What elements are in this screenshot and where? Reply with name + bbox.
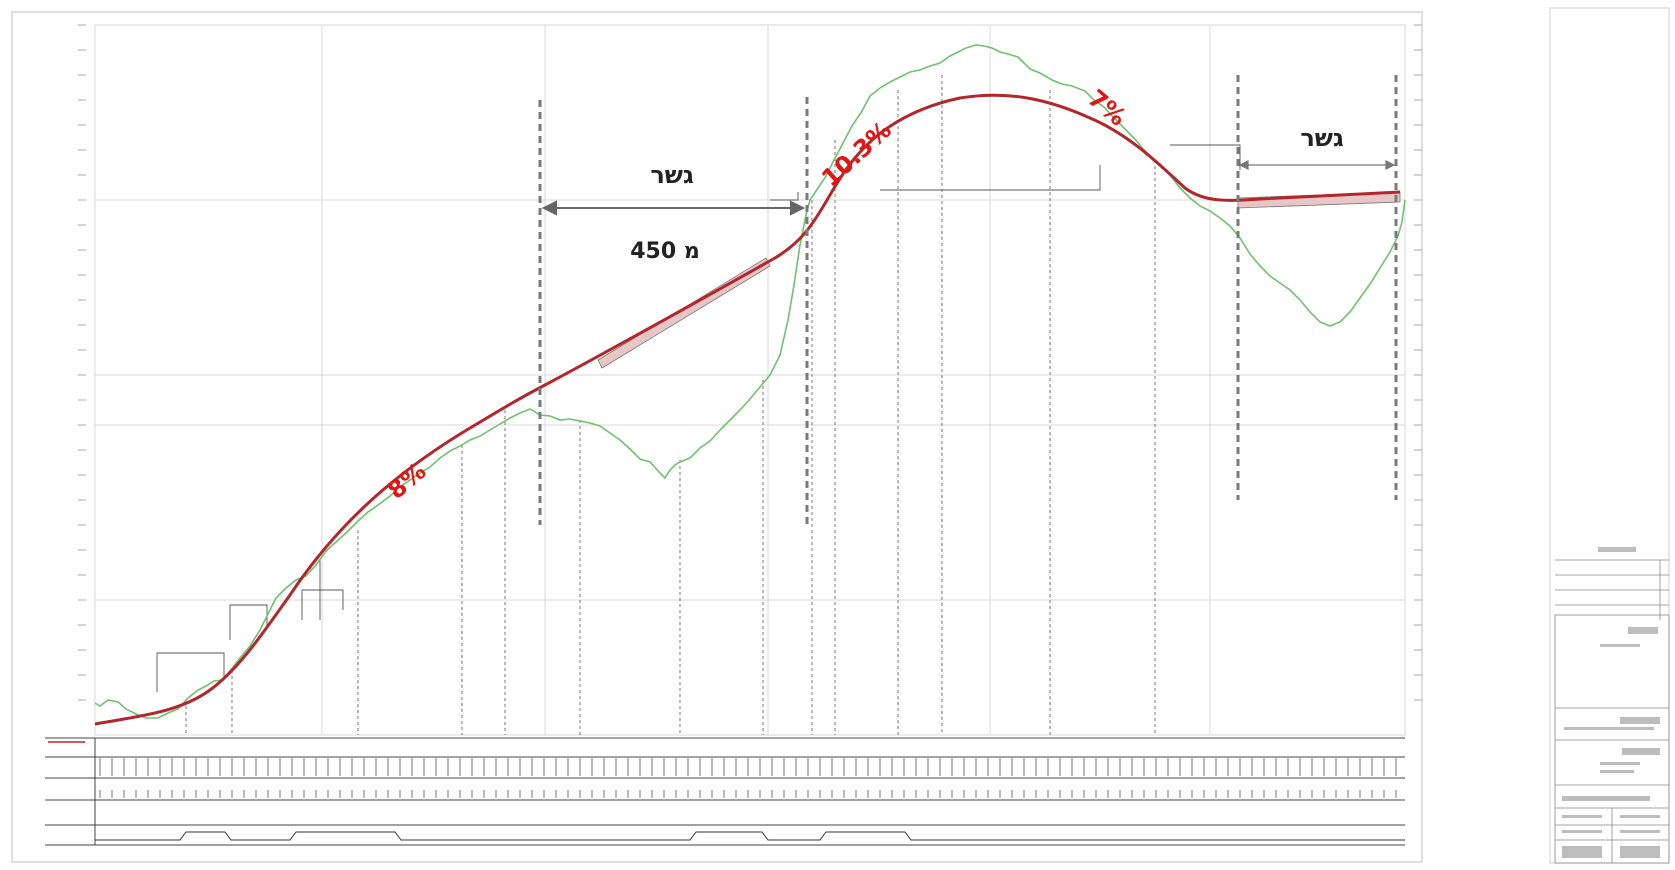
profile-grid xyxy=(94,24,1406,736)
title-block-fine-text xyxy=(1562,547,1660,858)
bridge-left-label: גשר xyxy=(650,161,694,189)
bridge-span-arrow-right xyxy=(1238,160,1396,170)
curve-annotation-boxes xyxy=(156,144,1241,692)
ground-profile-line xyxy=(94,44,1406,719)
station-drop-lines xyxy=(185,75,1156,735)
design-profile-line xyxy=(94,93,1401,726)
profile-data-table xyxy=(45,737,1405,846)
bridge-span-arrow-left xyxy=(541,200,806,216)
bridge-left-length-label: 450 מ xyxy=(630,239,700,264)
bridge-right-label: גשר xyxy=(1300,124,1344,152)
title-block-frame xyxy=(1549,7,1670,864)
profile-sheet-frame xyxy=(11,11,1423,863)
title-block xyxy=(1554,559,1670,864)
elevation-scale xyxy=(78,24,1422,701)
bridge-limit-markers xyxy=(538,75,1398,525)
